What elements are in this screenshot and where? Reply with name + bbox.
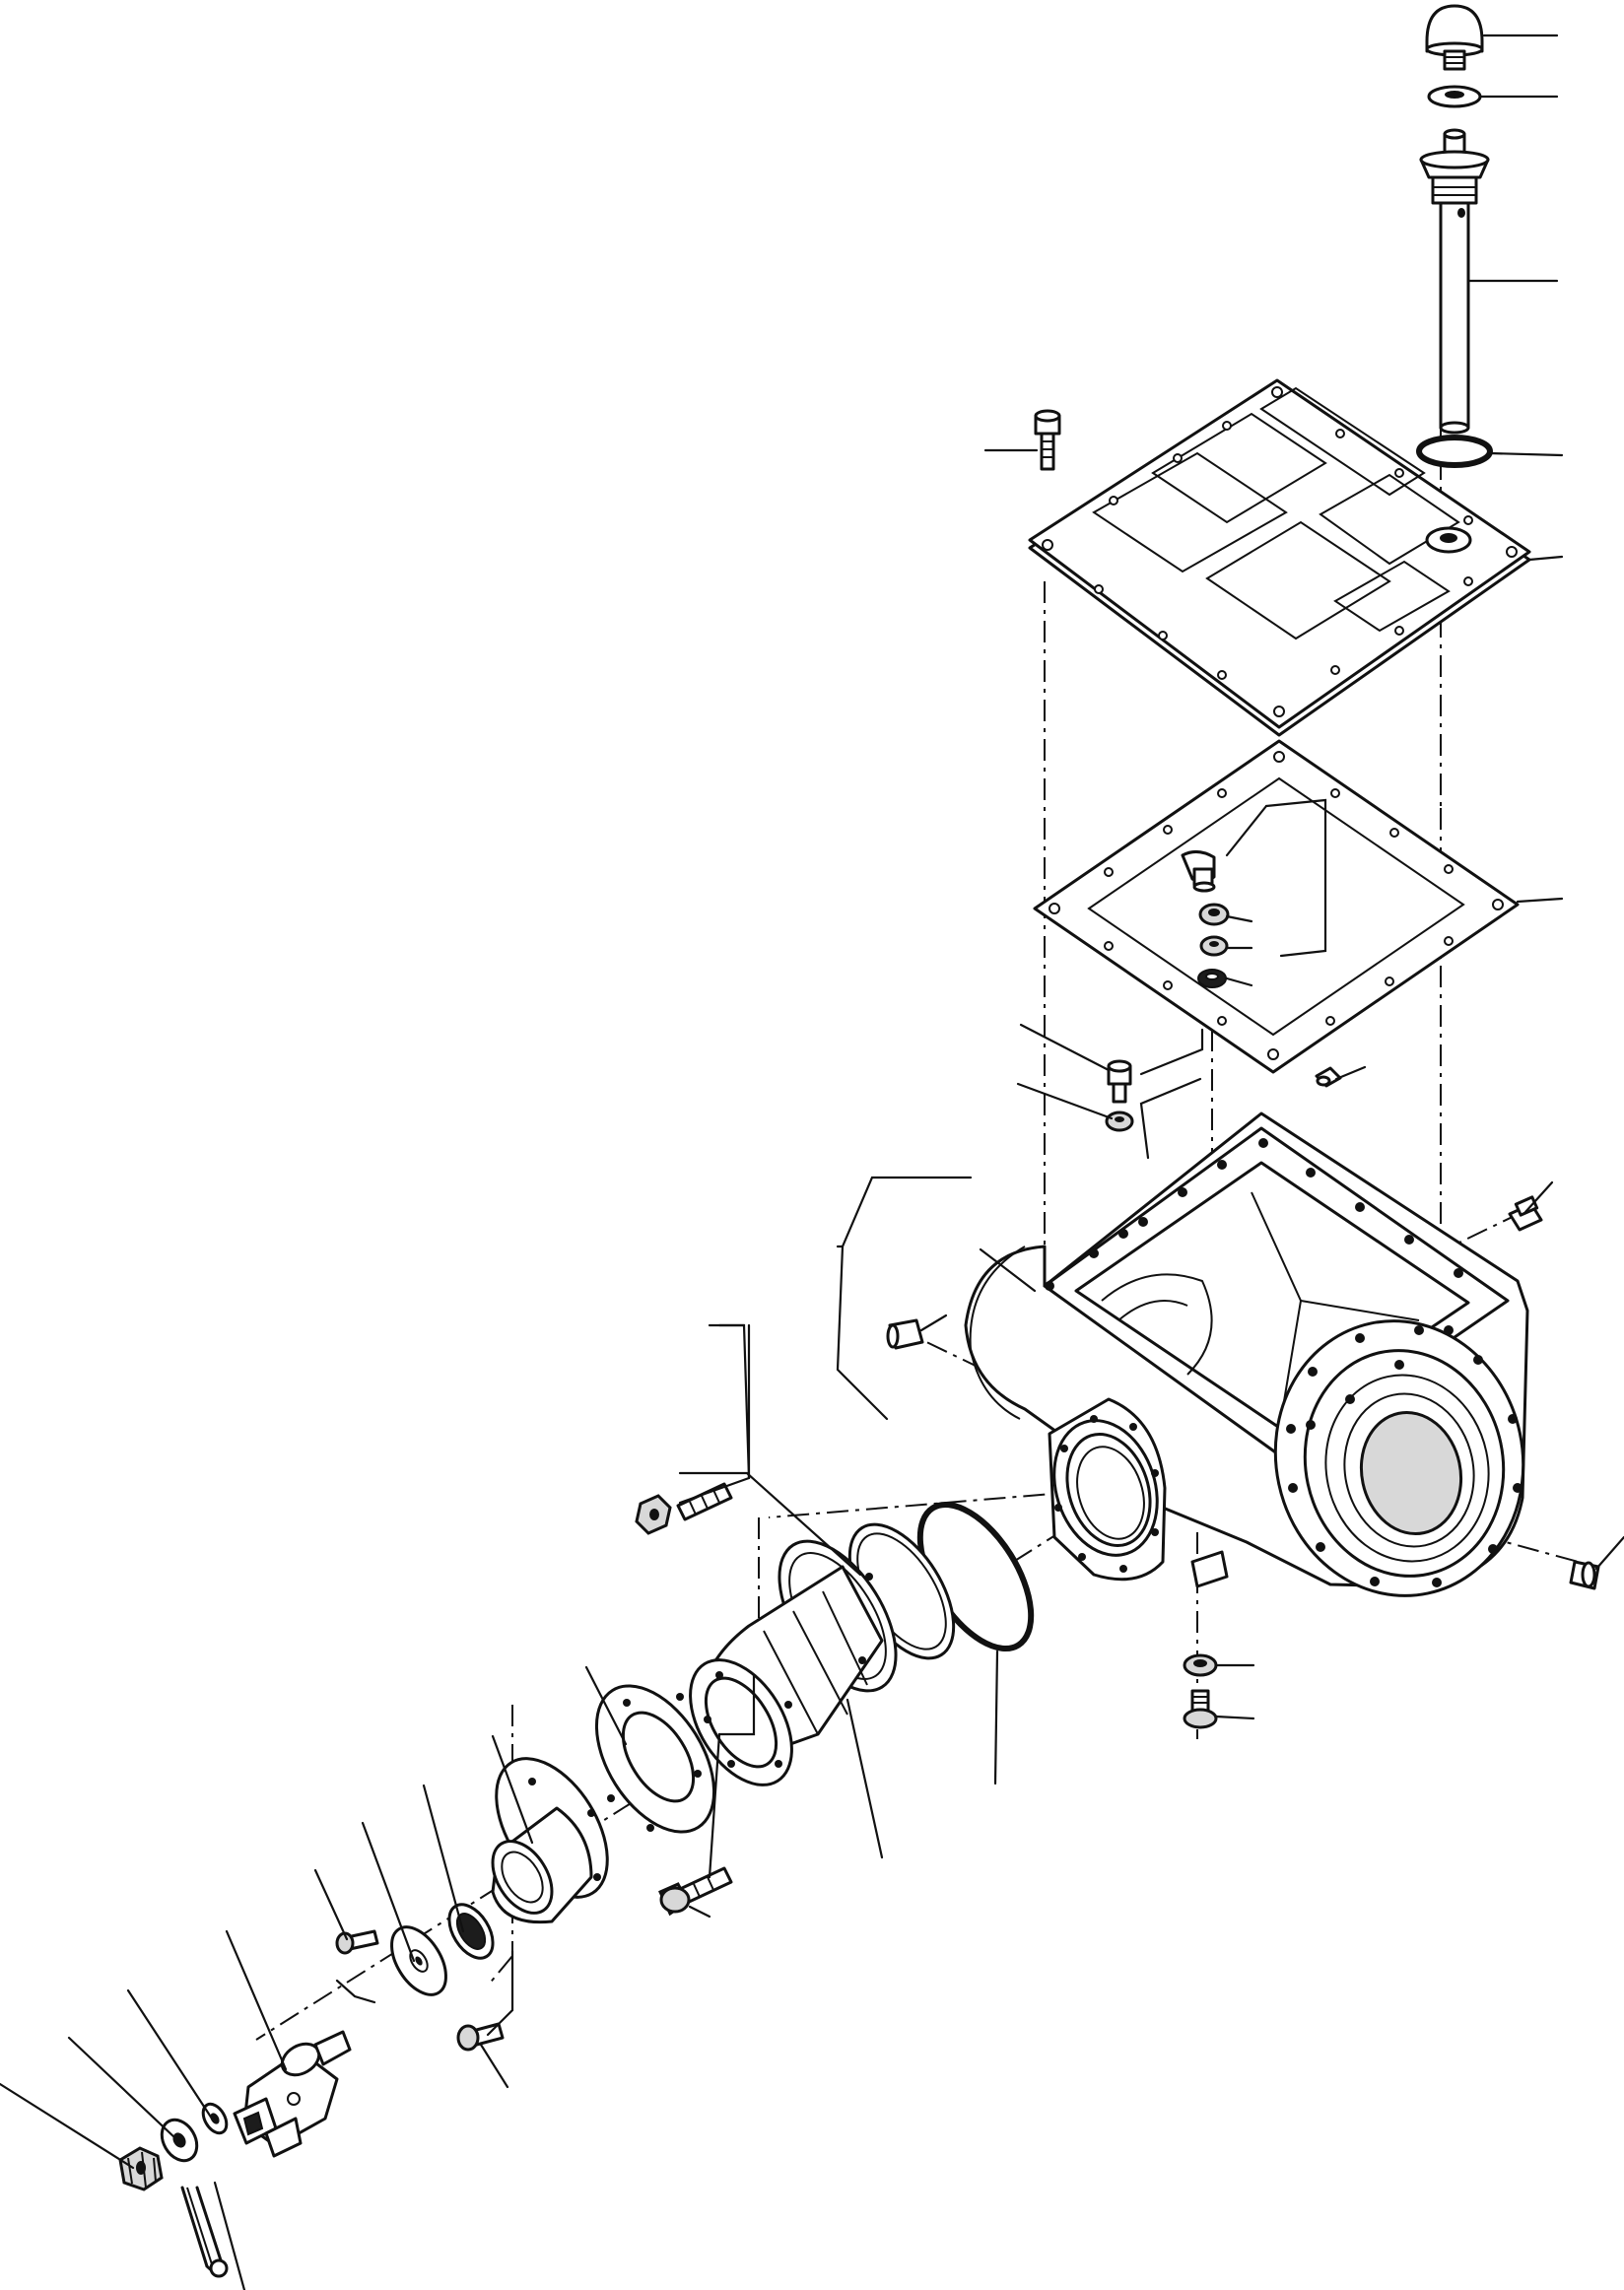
carrier-stud bbox=[676, 1482, 733, 1521]
fitting-nut bbox=[1198, 903, 1230, 926]
carrier-gasket bbox=[594, 1684, 716, 1834]
drain-plug bbox=[1183, 1689, 1218, 1729]
cover-bolt bbox=[1034, 409, 1061, 471]
dipstick-tube bbox=[1419, 128, 1490, 435]
breather-washer bbox=[1427, 85, 1482, 108]
cotter-pin bbox=[180, 2186, 229, 2278]
carrier-nut bbox=[635, 1494, 672, 1535]
fitting-washer bbox=[1199, 935, 1229, 957]
dowel-pin-top bbox=[1315, 1066, 1342, 1088]
spacer-washer bbox=[201, 2102, 229, 2135]
elbow-fitting bbox=[1181, 850, 1216, 893]
drain-washer bbox=[1183, 1653, 1218, 1677]
castle-nut bbox=[118, 2146, 164, 2191]
dowel-pin-side bbox=[886, 1318, 924, 1350]
breather-cap bbox=[1425, 4, 1484, 71]
thrust-washer bbox=[390, 1925, 447, 1996]
tube-o-ring bbox=[1416, 435, 1493, 468]
cover-gasket bbox=[1033, 739, 1520, 1074]
yoke-flange bbox=[233, 2030, 352, 2158]
gearbox-housing bbox=[964, 1111, 1529, 1597]
housing-bolt bbox=[1107, 1059, 1132, 1104]
leader-lines bbox=[0, 34, 1624, 2290]
carrier-bolt bbox=[658, 1866, 733, 1917]
retainer-bolt-upper bbox=[335, 1929, 379, 1955]
oil-seal bbox=[447, 1903, 495, 1960]
housing-washer bbox=[1105, 1111, 1134, 1132]
flat-washer bbox=[160, 2118, 199, 2163]
plug-front bbox=[1569, 1560, 1600, 1590]
bearing-carrier bbox=[689, 1539, 898, 1786]
seal-retainer bbox=[491, 1757, 609, 1924]
fitting-seal bbox=[1197, 969, 1227, 988]
plug-right bbox=[1508, 1195, 1543, 1232]
